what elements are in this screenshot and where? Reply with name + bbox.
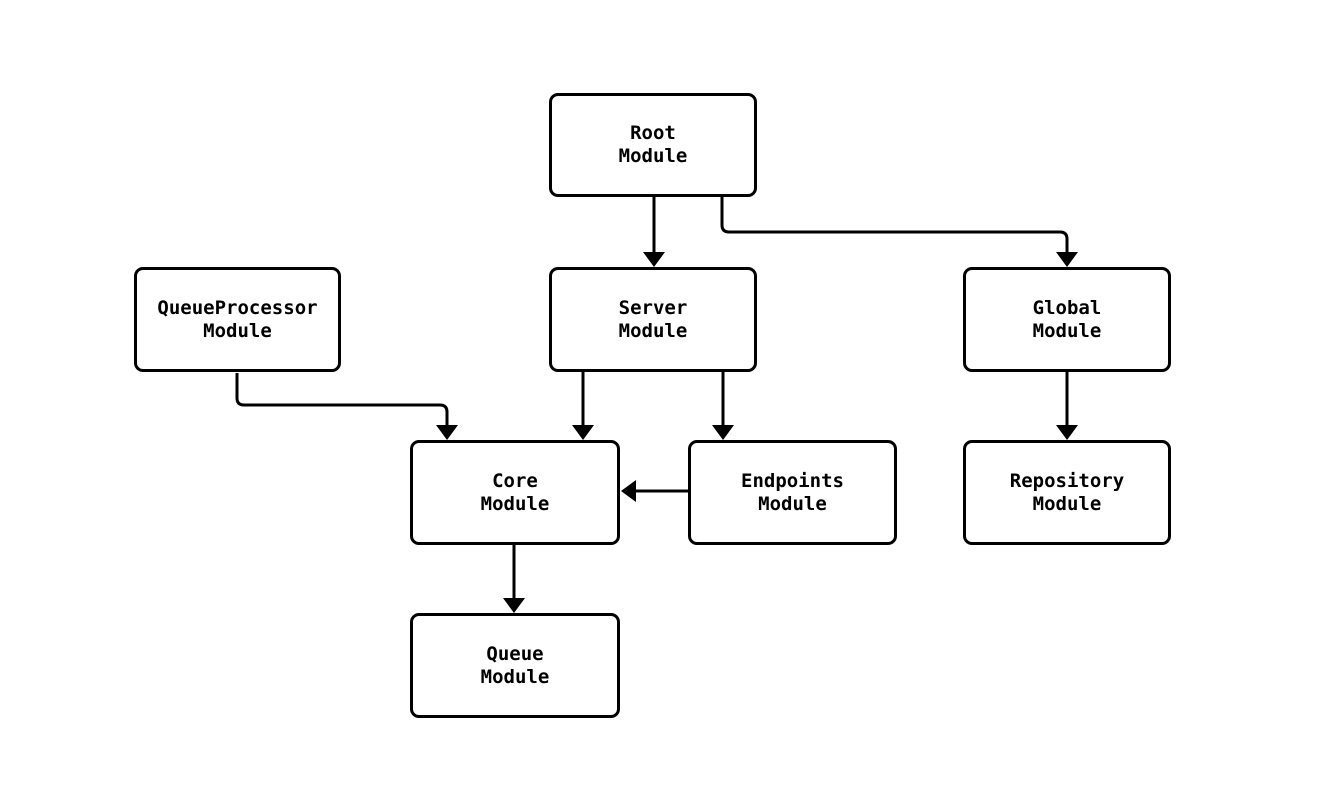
arrowhead-down-icon (503, 598, 525, 613)
node-endpoints-module: Endpoints Module (688, 440, 897, 545)
edge-core-to-queue (503, 545, 525, 613)
node-core-module-label: Core Module (480, 469, 550, 515)
arrowhead-down-icon (572, 425, 594, 440)
edge-endpoints-to-core (621, 480, 688, 502)
node-queueprocessor-module-label: QueueProcessor Module (157, 296, 318, 342)
node-repository-module-label: Repository Module (1009, 469, 1125, 515)
arrowhead-down-icon (1056, 425, 1078, 440)
node-server-module-label: Server Module (618, 296, 688, 342)
edge-global-to-repository (1056, 372, 1078, 440)
node-root-module: Root Module (549, 93, 757, 197)
node-global-module: Global Module (963, 267, 1171, 372)
node-queue-module: Queue Module (410, 613, 620, 718)
node-queue-module-label: Queue Module (480, 642, 550, 688)
node-global-module-label: Global Module (1032, 296, 1102, 342)
arrowhead-down-icon (643, 252, 665, 267)
arrowhead-down-icon (1056, 252, 1078, 267)
arrowhead-down-icon (436, 425, 458, 440)
edge-server-to-core (572, 372, 594, 440)
node-repository-module: Repository Module (963, 440, 1171, 545)
node-endpoints-module-label: Endpoints Module (741, 469, 844, 515)
node-root-module-label: Root Module (618, 122, 688, 167)
node-core-module: Core Module (410, 440, 620, 545)
edge-queueprocessor-to-core (235, 373, 458, 440)
node-queueprocessor-module: QueueProcessor Module (134, 267, 341, 372)
edge-root-to-global (720, 197, 1078, 267)
edge-server-to-endpoints (712, 372, 734, 440)
arrowhead-left-icon (621, 480, 636, 502)
node-server-module: Server Module (549, 267, 757, 372)
arrowhead-down-icon (712, 425, 734, 440)
edge-root-to-server (643, 197, 665, 267)
